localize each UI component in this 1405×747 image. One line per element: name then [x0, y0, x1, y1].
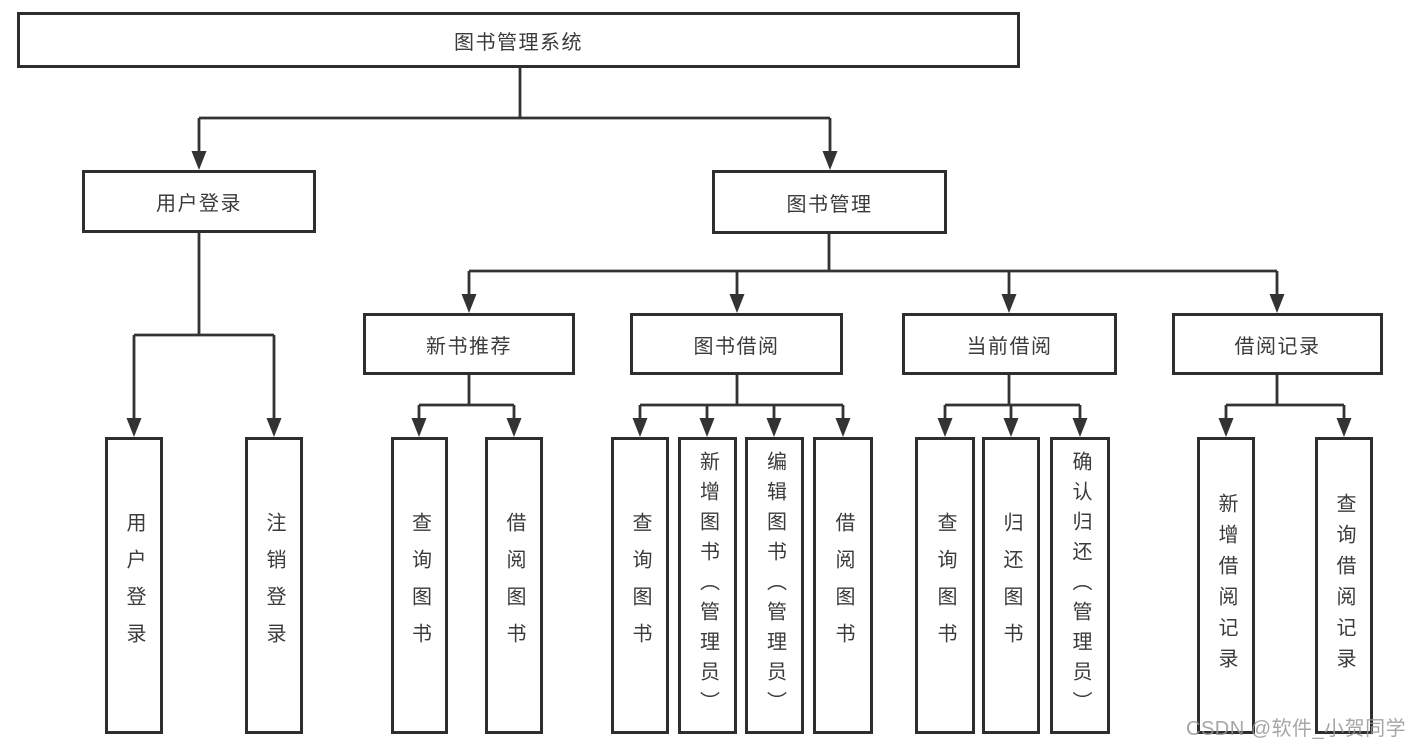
- node-label: 借阅图书: [503, 511, 525, 660]
- leaf-add-books-admin: 新增图书（管理员）: [678, 437, 737, 734]
- node-label: 当前借阅: [966, 335, 1053, 358]
- leaf-query-books-recommend: 查询图书: [391, 437, 448, 734]
- edge-userlogin-to-leaves: [132, 233, 276, 421]
- edge-borrow-to-leaves: [638, 375, 845, 421]
- edge-current-to-leaves: [943, 375, 1082, 421]
- leaf-logout: 注销登录: [245, 437, 303, 734]
- edge-root-to-level2: [197, 68, 832, 154]
- leaf-edit-books-admin: 编辑图书（管理员）: [745, 437, 804, 734]
- node-borrow-records: 借阅记录: [1172, 313, 1383, 375]
- leaf-user-login: 用户登录: [105, 437, 163, 734]
- leaf-confirm-return-admin: 确认归还（管理员）: [1050, 437, 1110, 734]
- leaf-return-books: 归还图书: [982, 437, 1040, 734]
- node-label: 注销登录: [263, 511, 285, 660]
- node-label: 图书管理: [786, 193, 873, 216]
- node-book-borrow: 图书借阅: [630, 313, 843, 375]
- node-label: 用户登录: [156, 193, 242, 215]
- leaf-borrow-books-borrow: 借阅图书: [813, 437, 873, 734]
- node-label: 确认归还（管理员）: [1069, 450, 1091, 721]
- edge-bookmgmt-to-level3: [467, 234, 1279, 297]
- node-book-management: 图书管理: [712, 170, 947, 234]
- node-label: 新增图书（管理员）: [696, 450, 719, 721]
- node-label: 图书管理系统: [454, 31, 583, 54]
- arrowhead-icons: [126, 151, 1352, 437]
- node-label: 查询借阅记录: [1333, 492, 1355, 679]
- node-label: 图书借阅: [693, 335, 780, 358]
- node-label: 用户登录: [123, 511, 145, 660]
- node-label: 编辑图书（管理员）: [763, 450, 786, 721]
- csdn-watermark: CSDN @软件_小贺同学: [1186, 718, 1405, 740]
- node-label: 借阅记录: [1234, 335, 1321, 358]
- node-label: 新书推荐: [426, 335, 512, 358]
- node-label: 查询图书: [629, 511, 651, 660]
- leaf-borrow-books-recommend: 借阅图书: [485, 437, 543, 734]
- leaf-add-borrow-record: 新增借阅记录: [1197, 437, 1255, 734]
- node-label: 查询图书: [408, 511, 431, 660]
- leaf-query-books-borrow: 查询图书: [611, 437, 669, 734]
- leaf-query-borrow-record: 查询借阅记录: [1315, 437, 1373, 734]
- node-root-system: 图书管理系统: [17, 12, 1020, 68]
- edge-records-to-leaves: [1224, 375, 1346, 421]
- node-new-book-recommend: 新书推荐: [363, 313, 575, 375]
- node-label: 查询图书: [934, 511, 956, 660]
- edge-recommend-to-leaves: [417, 375, 516, 421]
- node-user-login: 用户登录: [82, 170, 316, 233]
- node-current-borrow: 当前借阅: [902, 313, 1117, 375]
- node-label: 归还图书: [1000, 511, 1022, 660]
- leaf-query-books-current: 查询图书: [915, 437, 975, 734]
- node-label: 借阅图书: [832, 511, 854, 660]
- node-label: 新增借阅记录: [1215, 492, 1237, 679]
